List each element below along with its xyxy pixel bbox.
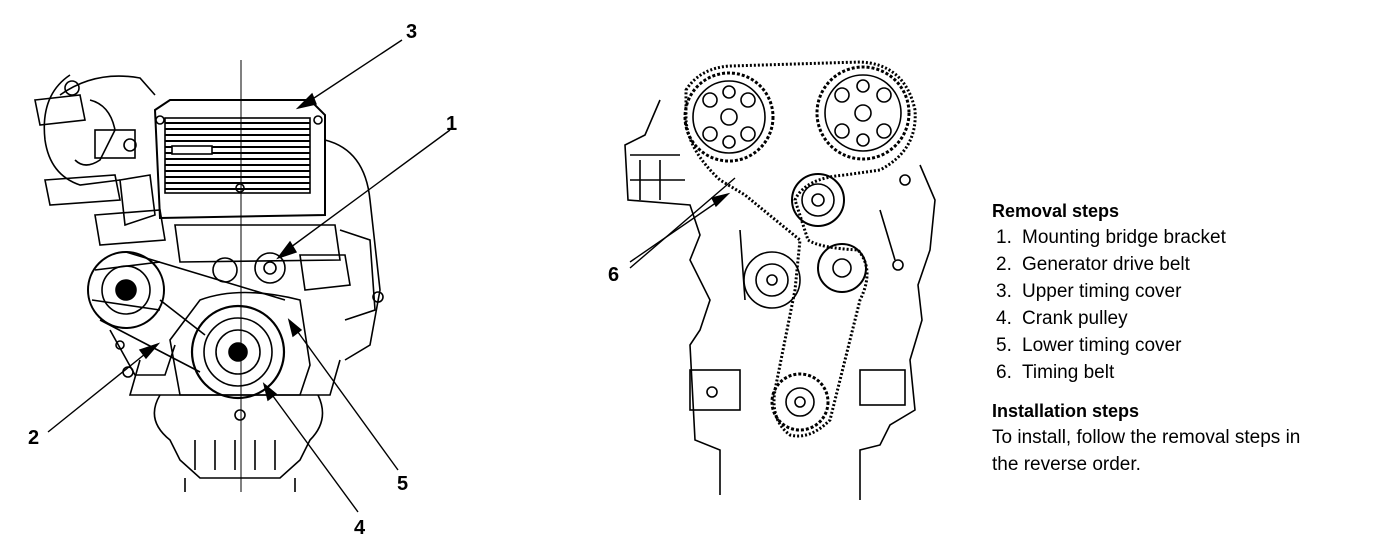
engine-front-view (34, 60, 384, 492)
step-text: Lower timing cover (1022, 335, 1182, 356)
leader-lines-timing (629, 177, 736, 269)
step-number: 3. (996, 281, 1012, 302)
step-number: 1. (996, 227, 1012, 248)
step-number: 4. (996, 308, 1012, 329)
step-text: Crank pulley (1022, 308, 1128, 329)
callout-2: 2 (28, 427, 40, 449)
step-text: Upper timing cover (1022, 281, 1182, 302)
callout-1: 1 (446, 113, 458, 135)
step-text: Mounting bridge bracket (1022, 227, 1226, 248)
callout-6: 6 (608, 264, 620, 286)
removal-step: 1. Mounting bridge bracket (992, 224, 1352, 251)
leader-lines-front (47, 39, 451, 513)
step-number: 6. (996, 362, 1012, 383)
legend-panel: Removal steps 1. Mounting bridge bracket … (992, 200, 1352, 478)
removal-step: 6. Timing belt (992, 359, 1352, 386)
removal-step: 5. Lower timing cover (992, 332, 1352, 359)
removal-step: 2. Generator drive belt (992, 251, 1352, 278)
installation-text: To install, follow the removal steps in … (992, 427, 1301, 475)
installation-steps-title: Installation steps (992, 401, 1140, 421)
removal-step: 4. Crank pulley (992, 305, 1352, 332)
installation-section: Installation steps To install, follow th… (992, 400, 1352, 478)
removal-step: 3. Upper timing cover (992, 278, 1352, 305)
step-number: 5. (996, 335, 1012, 356)
step-text: Generator drive belt (1022, 254, 1190, 275)
removal-steps-title: Removal steps (992, 201, 1120, 221)
callout-4: 4 (354, 517, 366, 539)
engine-timing-belt-view (624, 60, 936, 500)
step-number: 2. (996, 254, 1012, 275)
removal-steps-list: 1. Mounting bridge bracket 2. Generator dr… (992, 224, 1352, 386)
callout-3: 3 (406, 21, 418, 43)
step-text: Timing belt (1022, 362, 1115, 383)
callout-5: 5 (397, 473, 409, 495)
